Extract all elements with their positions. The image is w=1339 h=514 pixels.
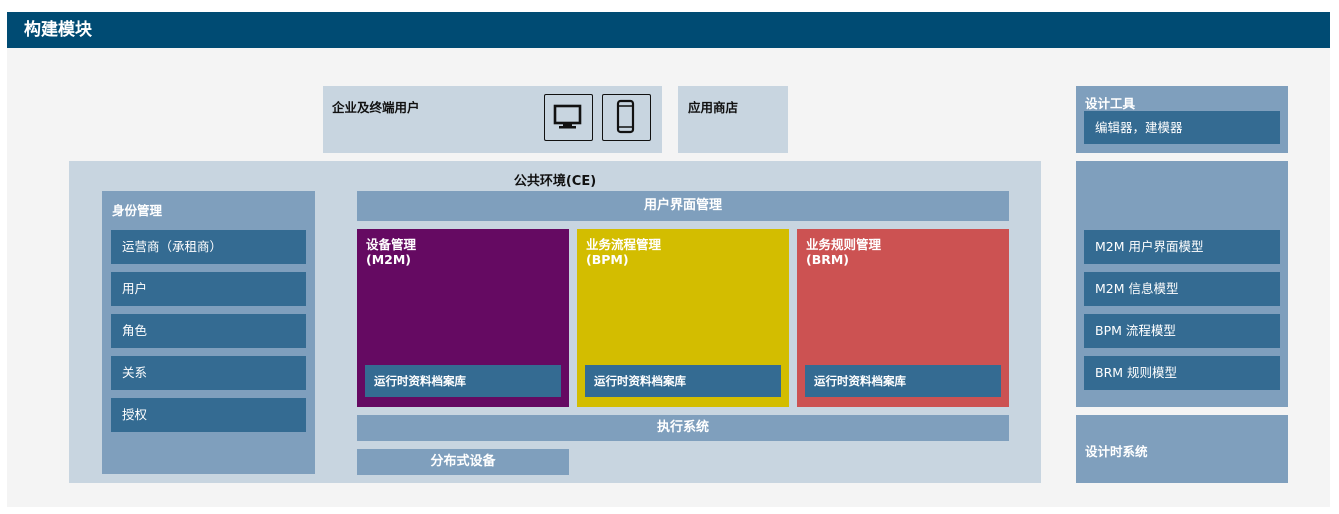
mobile-phone-icon [602,94,651,141]
runtime-repository-brm: 运行时资料档案库 [805,365,1001,397]
runtime-repository-m2m: 运行时资料档案库 [365,365,561,397]
app-store-box: 应用商店 [678,86,788,153]
identity-item-authorization: 授权 [111,398,306,432]
module-abbr: (M2M) [366,252,412,267]
model-brm-rules: BRM 规则模型 [1084,356,1280,390]
editor-modeler-box: 编辑器，建模器 [1084,111,1280,144]
identity-management-title: 身份管理 [112,203,163,218]
design-tools-title: 设计工具 [1085,96,1136,111]
runtime-repository-bpm: 运行时资料档案库 [585,365,781,397]
module-name: 设备管理 [366,237,417,252]
module-name: 业务流程管理 [586,237,662,252]
module-name: 业务规则管理 [806,237,882,252]
module-abbr: (BRM) [806,252,850,267]
desktop-monitor-icon [544,94,593,141]
execution-system-bar: 执行系统 [357,415,1009,441]
identity-item-relations: 关系 [111,356,306,390]
model-m2m-info: M2M 信息模型 [1084,272,1280,306]
module-abbr: (BPM) [586,252,629,267]
page-title: 构建模块 [7,12,1330,48]
distributed-devices-bar: 分布式设备 [357,449,569,475]
app-store-label: 应用商店 [688,100,739,115]
model-bpm-process: BPM 流程模型 [1084,314,1280,348]
enterprise-users-box: 企业及终端用户 [323,86,662,153]
identity-item-roles: 角色 [111,314,306,348]
design-time-system-label: 设计时系统 [1085,444,1148,459]
enterprise-users-label: 企业及终端用户 [332,100,420,115]
ui-management-bar: 用户界面管理 [357,191,1009,221]
identity-item-users: 用户 [111,272,306,306]
design-time-system-panel: 设计时系统 [1076,415,1288,483]
model-m2m-ui: M2M 用户界面模型 [1084,230,1280,264]
common-environment-title: 公共环境(CE) [513,174,597,189]
identity-item-operator: 运营商（承租商） [111,230,306,264]
